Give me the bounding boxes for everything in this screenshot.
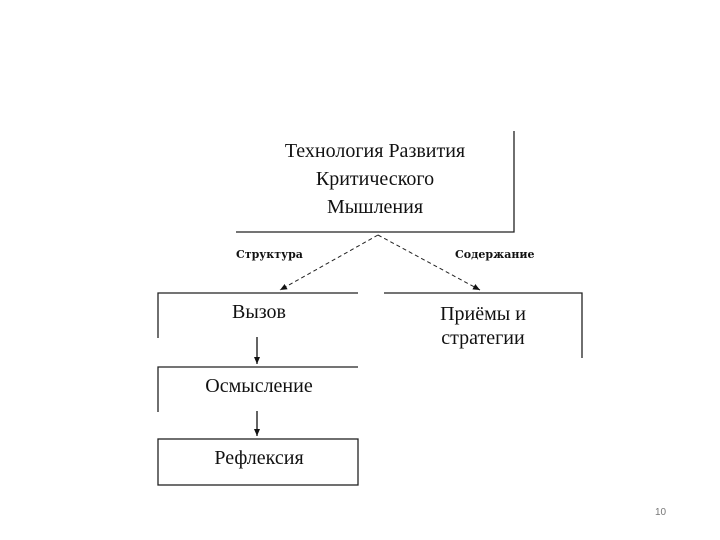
slide-number: 10 — [655, 507, 667, 518]
techniques-line-1: Приёмы и — [440, 303, 526, 325]
stage-comprehension: Осмысление — [205, 375, 313, 397]
content-arrow — [377, 234, 481, 291]
techniques-line-2: стратегии — [441, 327, 525, 349]
challenge-box-border — [157, 292, 358, 338]
stage-challenge: Вызов — [231, 301, 286, 323]
root-box-border — [236, 131, 515, 233]
root-title-line-3: Мышления — [326, 196, 424, 218]
stage-reflection: Рефлексия — [214, 447, 304, 469]
techniques-box-border — [384, 292, 583, 358]
comprehension-box-border — [157, 366, 358, 412]
structure-label: Структура — [236, 248, 303, 261]
content-label: Содержание — [455, 248, 535, 261]
structure-arrow — [279, 234, 379, 291]
root-title-line-1: Технология Развития — [284, 140, 466, 162]
root-title-line-2: Критического — [315, 168, 435, 190]
reflection-box-border — [157, 438, 359, 486]
